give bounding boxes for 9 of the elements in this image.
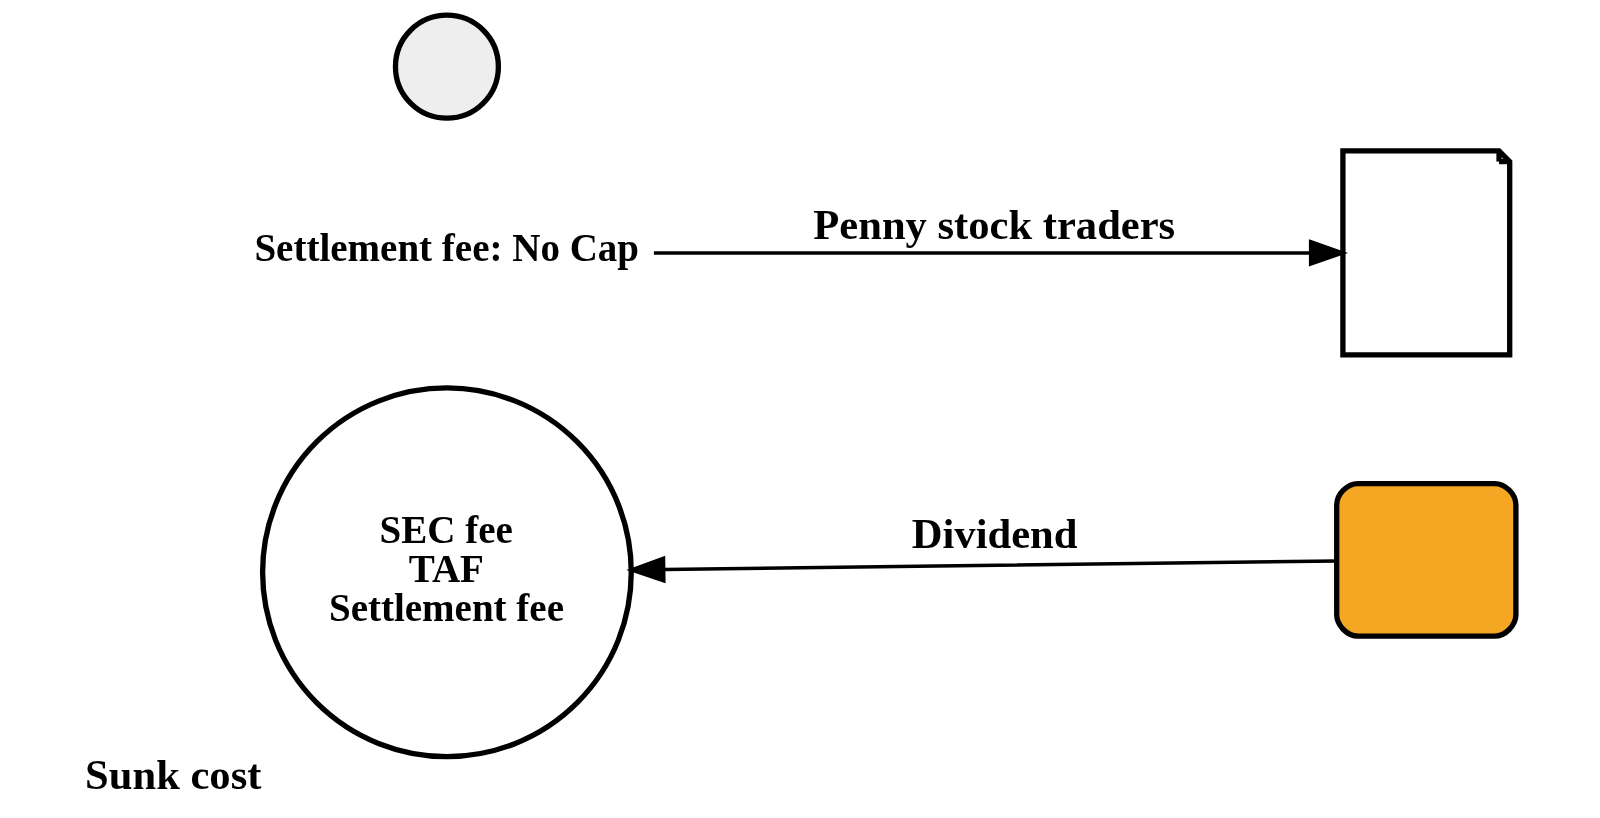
edge-label: Dividend [911,509,1077,557]
edge-label: Penny stock traders [812,201,1175,249]
node-text: Settlement fee: No Cap [253,226,639,270]
node-label: Sunk cost [84,750,261,798]
node-box [1333,480,1519,639]
arrow [625,555,1337,584]
node-circle [392,12,501,121]
arrow [653,239,1348,267]
node-circle: SEC fee TAF Settlement fee [259,385,634,760]
